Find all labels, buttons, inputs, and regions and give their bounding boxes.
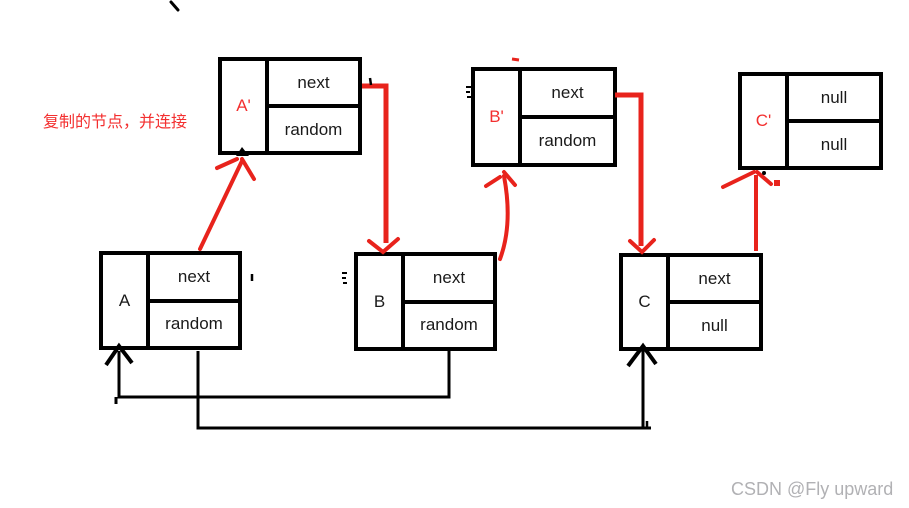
node-c-prime-null-bottom-field: null	[820, 134, 848, 154]
arrow-c-to-c-prime	[721, 170, 780, 251]
node-b-label: B	[358, 256, 405, 347]
node-b-random-field: random	[420, 315, 478, 335]
node-b-prime-next-field: next	[522, 71, 613, 119]
node-a: A next random	[99, 251, 242, 350]
arrow-b-to-b-prime	[484, 170, 517, 261]
stray-red-dot	[774, 180, 780, 186]
node-a-prime-next-field: next	[269, 61, 358, 108]
arrow-b-prime-next-to-c	[615, 92, 656, 255]
node-a-random-field: random	[165, 314, 223, 334]
arrow-a-to-a-prime	[198, 147, 256, 251]
node-c-prime-null-top-field: null	[789, 76, 879, 123]
watermark: CSDN @Fly upward	[731, 479, 894, 499]
node-a-prime-label: A'	[222, 61, 269, 151]
node-c-prime-label: C'	[742, 76, 789, 166]
arrow-a-random-to-c	[196, 342, 658, 430]
node-b-prime: B' next random	[471, 67, 617, 167]
node-b-prime-random-field: random	[538, 131, 597, 150]
node-c: C next null	[619, 253, 763, 351]
node-c-next-field: next	[670, 257, 759, 304]
node-a-label: A	[103, 255, 150, 346]
node-a-prime: A' next random	[218, 57, 362, 155]
node-b: B next random	[354, 252, 497, 351]
stray-red-dash	[511, 57, 520, 62]
arrow-b-random-to-a	[104, 342, 451, 404]
node-b-next-field: next	[405, 256, 493, 304]
node-c-label: C	[623, 257, 670, 347]
node-a-prime-random-field: random	[284, 119, 343, 139]
node-b-prime-label: B'	[475, 71, 522, 163]
node-c-null-field: null	[701, 315, 728, 335]
arrow-a-prime-next-to-b	[362, 83, 400, 255]
node-a-next-field: next	[150, 255, 238, 303]
node-c-prime: C' null null	[738, 72, 883, 170]
stray-pen-stroke-top	[169, 0, 180, 12]
annotation-text: 复制的节点，并连接	[43, 114, 188, 131]
